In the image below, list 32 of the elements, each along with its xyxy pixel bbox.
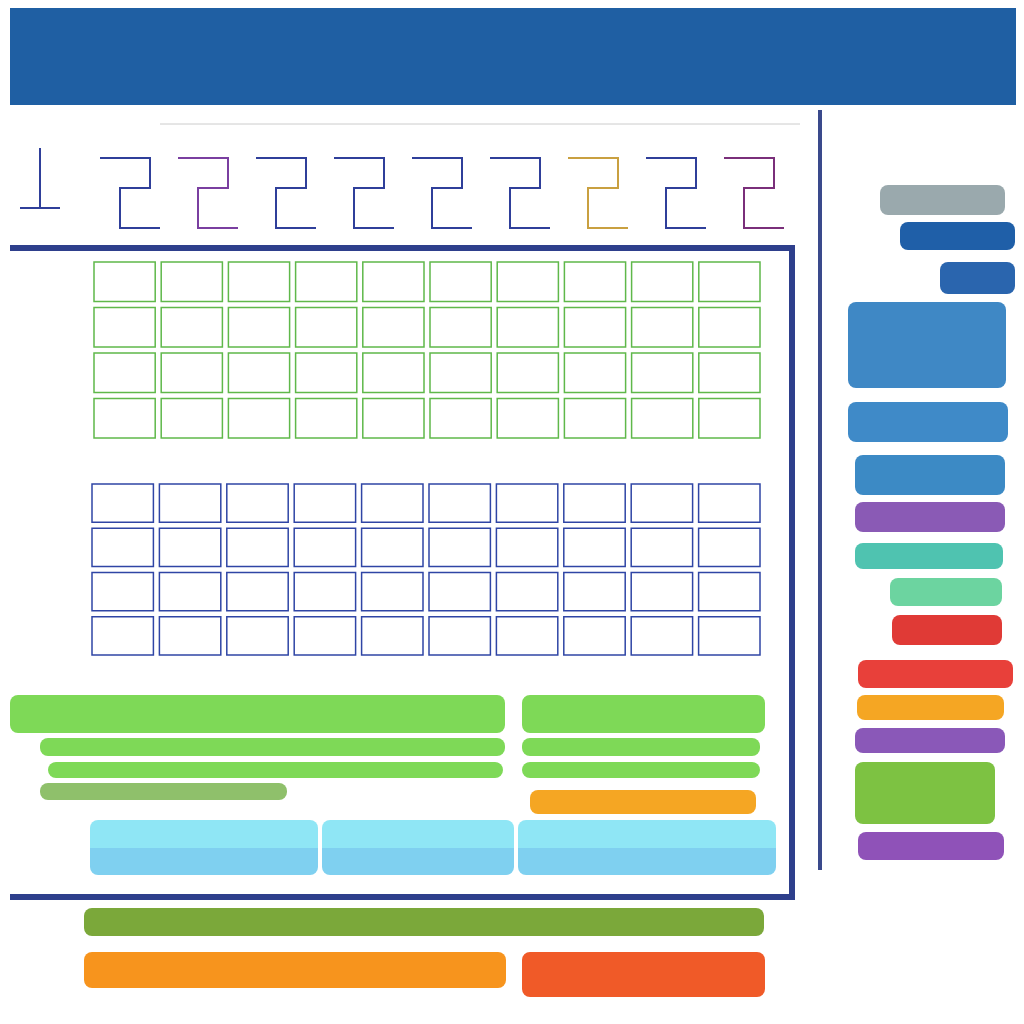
color-bar (855, 728, 1005, 753)
frame-panel (10, 245, 795, 900)
color-bar (858, 660, 1013, 688)
color-bar (855, 502, 1005, 532)
color-bar (855, 455, 1005, 495)
header-banner (10, 8, 1016, 105)
color-bar (892, 615, 1002, 645)
info-panel (518, 820, 776, 875)
color-bar (855, 543, 1003, 569)
color-bar (880, 185, 1005, 215)
color-bar (530, 790, 756, 814)
color-bar (900, 222, 1015, 250)
color-bar (522, 738, 760, 756)
info-panel (90, 820, 318, 875)
color-bar (84, 952, 506, 988)
color-bar (858, 832, 1004, 860)
color-bar (40, 783, 287, 800)
color-bar (848, 402, 1008, 442)
color-bar (940, 262, 1015, 294)
color-bar (855, 762, 995, 824)
color-bar (848, 302, 1006, 388)
color-bar (48, 762, 503, 778)
color-bar (522, 952, 765, 997)
color-bar (857, 695, 1004, 720)
color-bar (84, 908, 764, 936)
color-bar (10, 695, 505, 733)
color-bar (40, 738, 505, 756)
side-panel (818, 110, 1018, 870)
color-bar (522, 695, 765, 733)
color-bar (890, 578, 1002, 606)
color-bar (522, 762, 760, 778)
info-panel (322, 820, 514, 875)
